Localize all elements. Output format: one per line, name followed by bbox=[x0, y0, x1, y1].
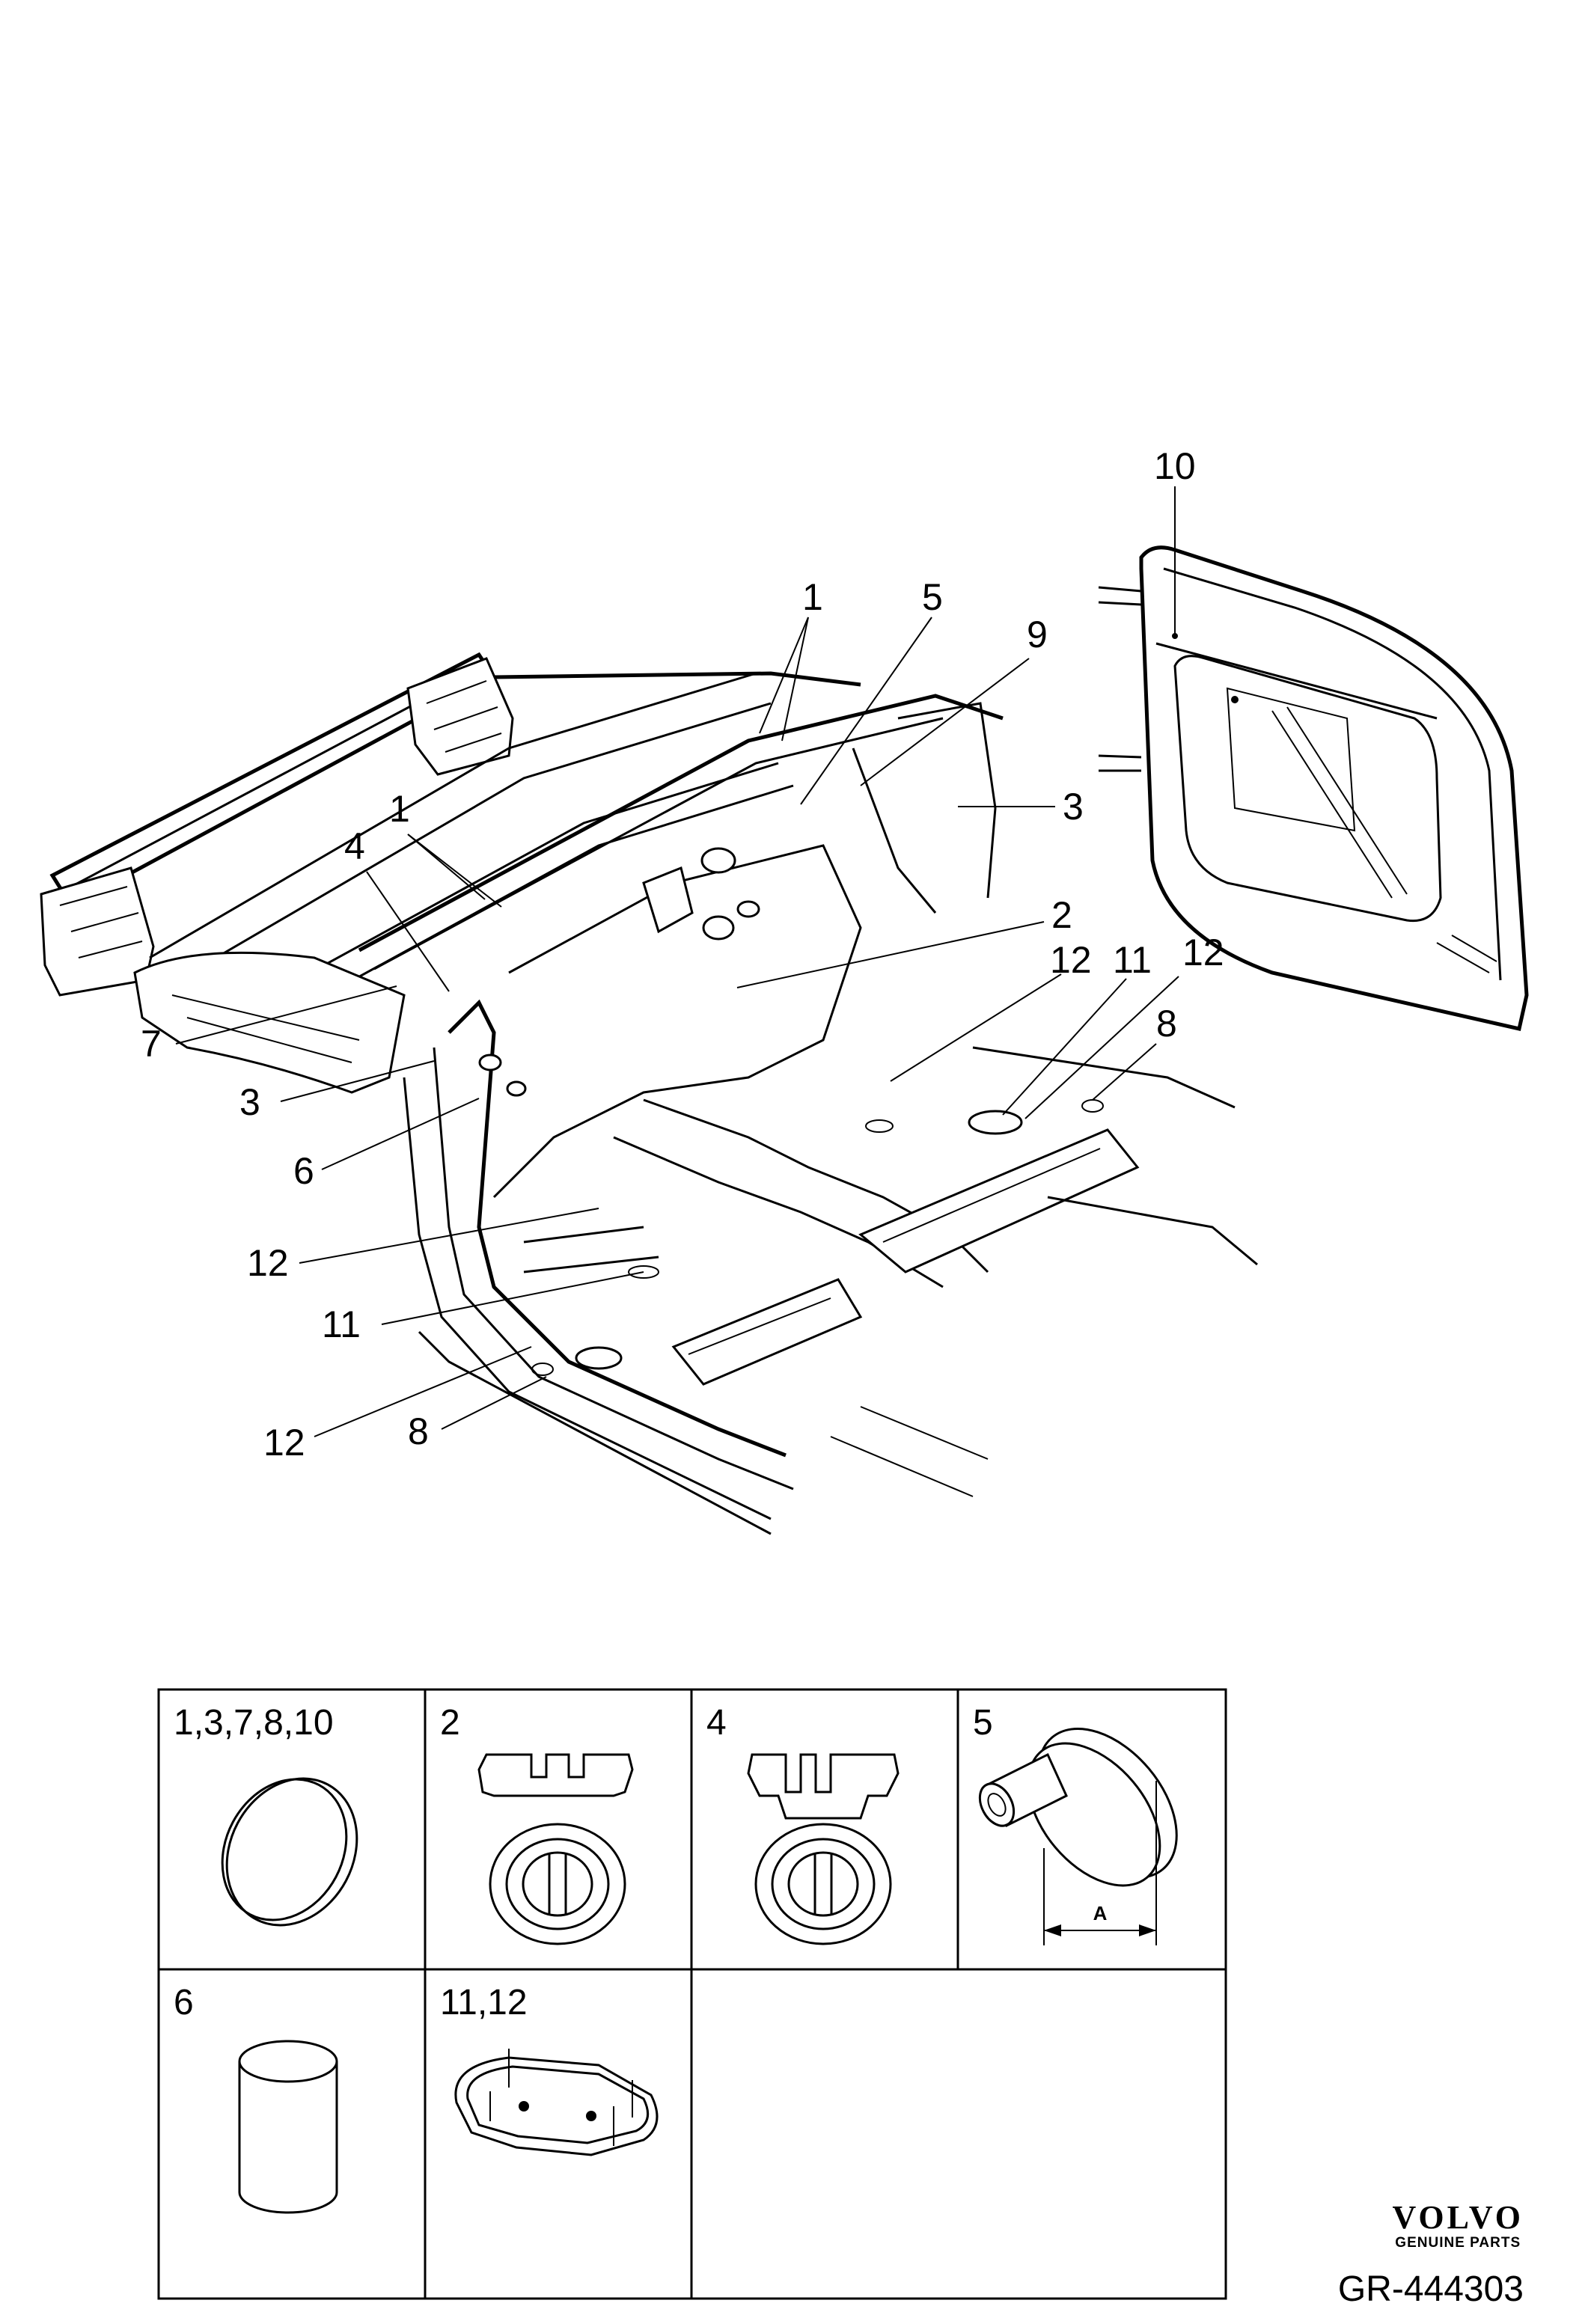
legend-cell-oval-floor-plug: 11,12 bbox=[440, 1983, 659, 2156]
round-plug-icon bbox=[221, 1777, 358, 1927]
legend-cell-round-plug: 1,3,7,8,10 bbox=[174, 1703, 358, 1927]
legend-cell-grommet-4: 4 bbox=[706, 1703, 900, 1945]
dimension-a-label: A bbox=[1093, 1902, 1108, 1924]
cable-grommet-icon bbox=[978, 1727, 1178, 1887]
figure-reference-id: GR-444303 bbox=[1337, 2269, 1524, 2309]
body-structure-illustration bbox=[40, 652, 1258, 1535]
callout-11-left: 11 bbox=[322, 1303, 361, 1345]
legend-cell-cylinder-plug: 6 bbox=[174, 1983, 338, 2214]
callout-1-lower: 1 bbox=[389, 788, 410, 830]
legend-label-2: 2 bbox=[440, 1703, 460, 1743]
legend-cell-grommet-2: 2 bbox=[440, 1703, 634, 1945]
parts-legend-table: 1,3,7,8,10 2 4 bbox=[157, 1688, 1227, 2300]
callout-12-left-a: 12 bbox=[247, 1242, 289, 1284]
callout-7: 7 bbox=[141, 1023, 162, 1065]
cylinder-plug-icon bbox=[238, 2040, 338, 2214]
brand-tagline: GENUINE PARTS bbox=[1395, 2235, 1521, 2251]
callout-8-right: 8 bbox=[1156, 1003, 1177, 1045]
callout-8-left: 8 bbox=[408, 1410, 429, 1452]
legend-label-6: 6 bbox=[174, 1983, 194, 2022]
legend-label-1-3-7-8-10: 1,3,7,8,10 bbox=[174, 1703, 334, 1743]
callout-2: 2 bbox=[1051, 894, 1072, 936]
dimension-a-marker: A bbox=[1043, 1781, 1157, 1945]
legend-label-5: 5 bbox=[973, 1703, 993, 1743]
legend-label-11-12: 11,12 bbox=[440, 1983, 528, 2022]
callout-12-right-a: 12 bbox=[1050, 939, 1092, 981]
oval-floor-plug-icon bbox=[454, 2049, 659, 2156]
callout-6: 6 bbox=[293, 1150, 314, 1192]
brand-name: VOLVO bbox=[1392, 2199, 1524, 2236]
callouts: 10 1 5 9 3 1 4 2 12 11 12 8 7 3 6 12 11 … bbox=[141, 445, 1224, 1464]
legend-cell-cable-grommet: 5 A bbox=[973, 1703, 1178, 1945]
callout-10: 10 bbox=[1154, 445, 1196, 487]
volvo-genuine-parts-logo: VOLVO GENUINE PARTS bbox=[1392, 2201, 1524, 2252]
door-illustration bbox=[1098, 545, 1529, 1031]
callout-12-right-b: 12 bbox=[1182, 932, 1224, 973]
legend-label-4: 4 bbox=[706, 1703, 727, 1743]
callout-3-left: 3 bbox=[239, 1081, 260, 1123]
callout-5: 5 bbox=[922, 576, 943, 618]
callout-11-right: 11 bbox=[1113, 939, 1152, 981]
leader-lines bbox=[175, 486, 1179, 1437]
callout-1-upper: 1 bbox=[802, 576, 823, 618]
callout-12-left-b: 12 bbox=[263, 1422, 305, 1464]
callout-9: 9 bbox=[1027, 614, 1048, 655]
oval-grommet-icon bbox=[477, 1753, 634, 1945]
callout-3-right: 3 bbox=[1063, 786, 1084, 828]
callout-4: 4 bbox=[344, 825, 365, 867]
oval-grommet-icon bbox=[747, 1753, 900, 1945]
